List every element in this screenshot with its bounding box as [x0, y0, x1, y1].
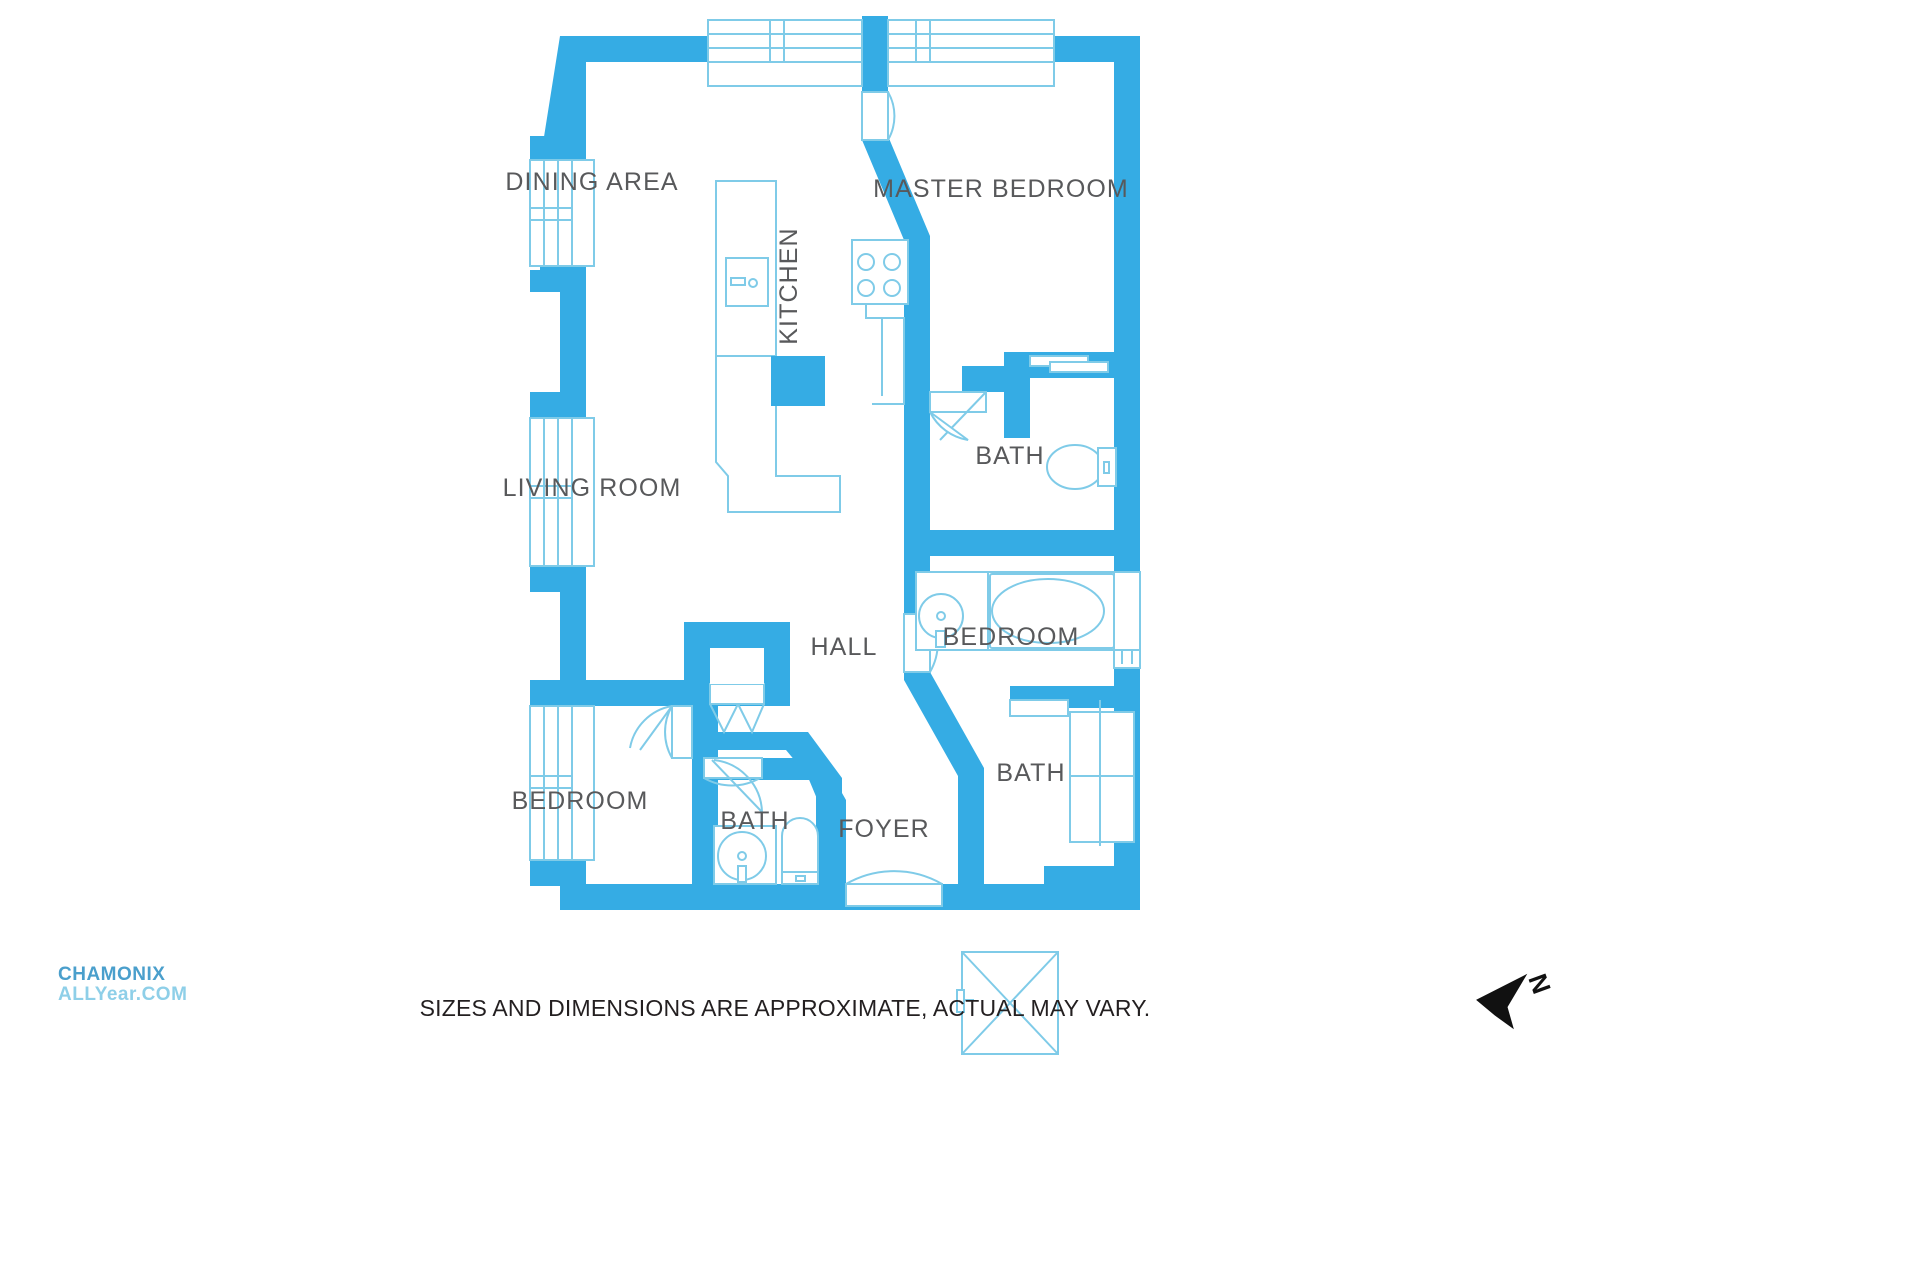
wall-bath-bedroom-divider	[904, 530, 1114, 556]
closet-slider-master-bath	[1029, 355, 1109, 373]
label-master-bedroom: MASTER BEDROOM	[873, 175, 1129, 203]
bath-left-toilet	[781, 817, 819, 885]
wall-bath-left-diagonal	[800, 758, 846, 884]
window-left-mid	[529, 417, 595, 567]
logo-line-2: ALLYear.COM	[58, 984, 187, 1005]
kitchen-range-stove	[851, 239, 909, 405]
wall-divider-jog	[684, 662, 700, 706]
label-dining-area: DINING AREA	[505, 168, 678, 196]
wall-bath-left-box	[692, 706, 842, 884]
label-foyer: FOYER	[838, 815, 930, 843]
hall-closet-interior	[710, 648, 764, 684]
top-bay-divider-stub	[862, 62, 888, 92]
wall-master-bath-left-stub	[1004, 352, 1030, 438]
window-top-right	[887, 19, 1055, 87]
bay-jog-1-bottom	[530, 266, 586, 292]
door-master-bedroom	[861, 91, 896, 141]
bay-jog-3-bottom	[530, 860, 586, 886]
bay-jog-1-top	[530, 136, 586, 162]
fixtures-group	[710, 180, 1141, 1055]
wall-kitchen-master-angled	[862, 92, 930, 672]
kitchen-counters	[715, 180, 841, 513]
room-labels-group: DINING AREA KITCHEN MASTER BEDROOM LIVIN…	[503, 168, 1129, 843]
label-kitchen: KITCHEN	[775, 227, 803, 344]
site-logo[interactable]: CHAMONIX ALLYear.COM	[58, 964, 187, 1005]
window-left-upper	[529, 159, 595, 267]
logo-line-1: CHAMONIX	[58, 964, 165, 985]
door-bedroom-left	[629, 705, 693, 759]
closet-bifold-hall	[709, 683, 765, 735]
door-bath-left	[703, 757, 763, 813]
refrigerator	[771, 356, 825, 406]
window-top-left	[707, 19, 863, 87]
north-letter: N	[1522, 970, 1557, 998]
bedroom-right-closet	[1009, 699, 1069, 717]
master-bath-closet	[1030, 378, 1114, 438]
bath-right-closet	[1069, 700, 1135, 846]
label-bath-right: BATH	[996, 759, 1065, 787]
label-living-room: LIVING ROOM	[503, 474, 682, 502]
bath-right-shower	[956, 951, 1059, 1055]
top-bay-divider	[862, 16, 888, 62]
label-bedroom-left: BEDROOM	[512, 787, 649, 815]
bath-left-sink	[713, 825, 777, 885]
door-master-bath	[929, 391, 987, 441]
disclaimer-text: SIZES AND DIMENSIONS ARE APPROXIMATE, AC…	[420, 995, 1151, 1021]
label-master-bath: BATH	[975, 442, 1044, 470]
bay-jog-2-bottom	[530, 566, 586, 592]
north-arrow-glyph	[1476, 973, 1528, 1030]
wall-bath-right-inner	[1044, 866, 1114, 884]
bay-jog-2-top	[530, 392, 586, 418]
windows-group	[529, 19, 1141, 861]
label-bath-left: BATH	[720, 807, 789, 835]
top-bay-jogs	[862, 16, 888, 92]
wall-closet-right2	[764, 622, 790, 706]
wall-bath-right-left	[958, 768, 984, 910]
label-hall: HALL	[811, 633, 878, 661]
walls-group	[530, 16, 1140, 910]
master-bath-sink	[915, 571, 989, 651]
label-bedroom-right: BEDROOM	[943, 623, 1080, 651]
window-left-lower	[529, 705, 595, 861]
north-arrow: N	[1476, 970, 1557, 1030]
door-entry-foyer	[845, 870, 943, 907]
master-bath-toilet	[1046, 444, 1117, 490]
